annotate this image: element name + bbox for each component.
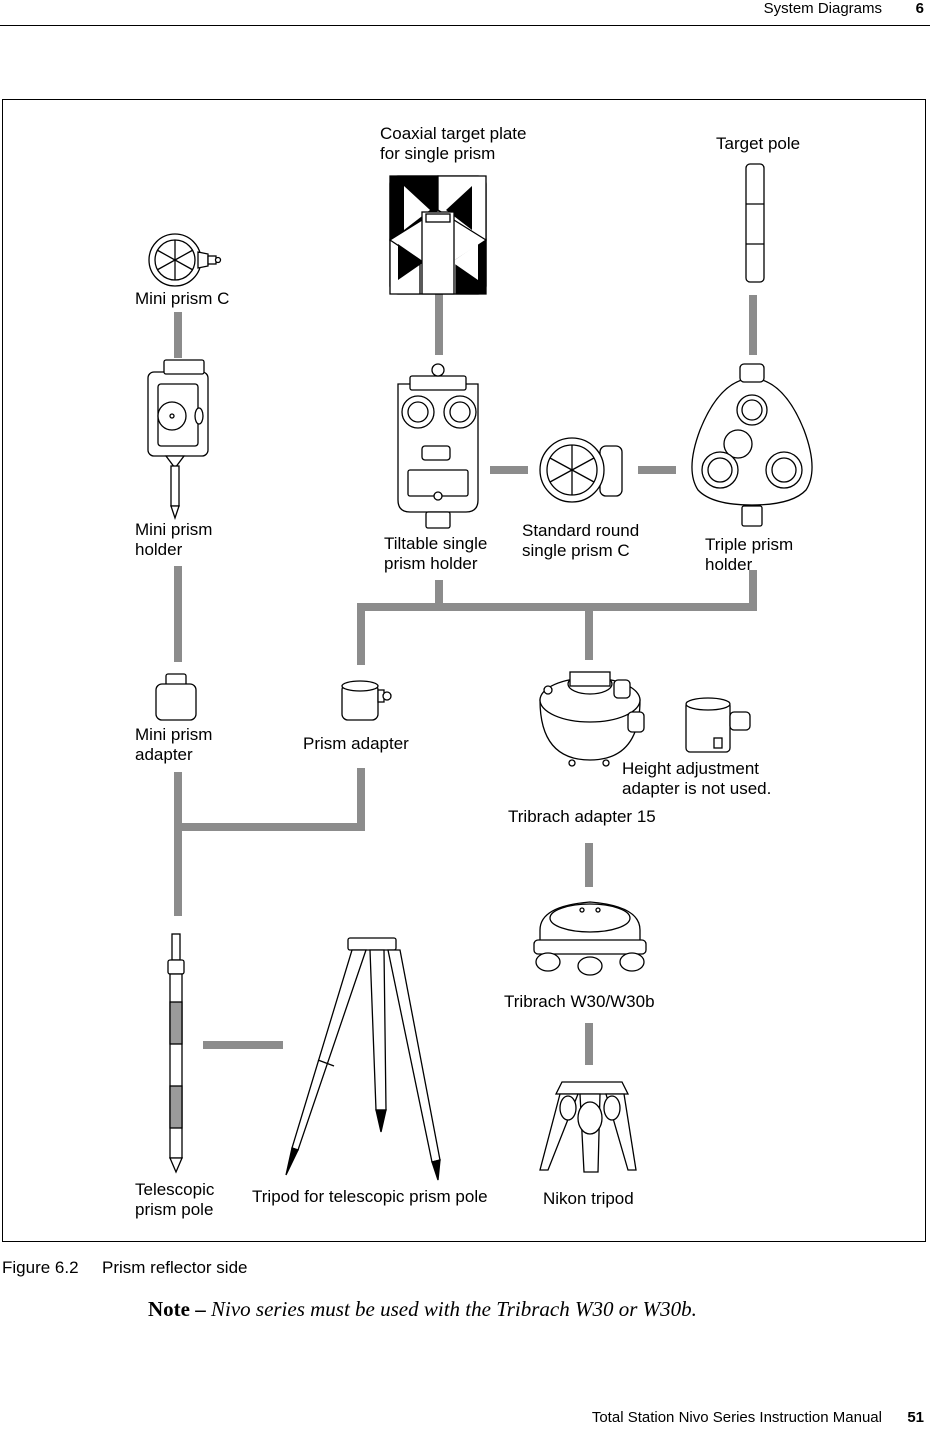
figure-title: Prism reflector side: [102, 1258, 248, 1277]
target-pole-icon: [745, 163, 765, 283]
prism-adapter-icon: [341, 680, 392, 721]
label-triple-holder: Triple prism holder: [705, 535, 794, 574]
connector-adapter-tribrach: [585, 843, 593, 887]
page-header: System Diagrams 6: [0, 0, 930, 26]
diagram-frame: [2, 99, 926, 1242]
connector-miniprism-holder: [174, 312, 182, 358]
connector-triple-down: [749, 570, 757, 608]
tripod-telescopic-icon: [285, 937, 441, 1181]
manual-title: Total Station Nivo Series Instruction Ma…: [591, 1409, 882, 1426]
label-target-pole: Target pole: [716, 134, 801, 153]
label-tribrach-adapter: Tribrach adapter 15: [508, 807, 656, 826]
label-height-adjustment: Height adjustment adapter is not used.: [622, 759, 772, 798]
label-prism-adapter: Prism adapter: [303, 734, 409, 753]
tribrach-adapter-icon: [539, 671, 645, 767]
mini-prism-adapter-icon: [155, 673, 197, 721]
section-title: System Diagrams: [763, 0, 882, 17]
label-coaxial-target: Coaxial target plate for single prism: [380, 124, 527, 163]
connector-tiltable-down: [435, 580, 443, 607]
connector-adapters-join: [174, 823, 365, 831]
tribrach-w30-icon: [533, 901, 647, 976]
connector-pole-tripod: [203, 1041, 283, 1049]
label-mini-prism-c: Mini prism C: [135, 289, 230, 308]
label-tribrach-w30: Tribrach W30/W30b: [504, 992, 655, 1011]
label-tiltable-holder: Tiltable single prism holder: [384, 534, 488, 573]
connector-horizontal-bus: [357, 603, 757, 611]
coaxial-target-plate-icon: [389, 175, 487, 295]
note-text: Nivo series must be used with the Tribra…: [205, 1297, 697, 1321]
connector-tribrach-tripod: [585, 1023, 593, 1065]
connector-pole-triple: [749, 295, 757, 355]
triple-prism-holder-icon: [691, 363, 813, 527]
connector-tiltable-round: [490, 466, 528, 474]
tiltable-prism-holder-icon: [397, 363, 479, 529]
telescopic-prism-pole-icon: [167, 933, 185, 1174]
connector-round-triple: [638, 466, 676, 474]
label-nikon-tripod: Nikon tripod: [543, 1189, 634, 1208]
connector-lines: [174, 290, 757, 1065]
note: Note – Nivo series must be used with the…: [148, 1297, 697, 1322]
height-adjustment-adapter-icon: [685, 697, 751, 753]
connector-prism-adapter-down: [357, 768, 365, 830]
mini-prism-holder-icon: [147, 359, 209, 521]
label-telescopic-pole: Telescopic prism pole: [135, 1180, 215, 1219]
label-tripod-telescopic: Tripod for telescopic prism pole: [252, 1187, 488, 1206]
connector-holder-adapter: [174, 566, 182, 662]
chapter-number: 6: [915, 0, 924, 17]
connector-bus-prism-adapter: [357, 603, 365, 665]
mini-prism-c-icon: [148, 233, 222, 287]
connector-adapter-pole: [174, 772, 182, 916]
header-rule: [0, 25, 930, 26]
figure-caption: Figure 6.2 Prism reflector side: [2, 1258, 247, 1278]
note-label: Note –: [148, 1297, 206, 1321]
label-mini-prism-adapter: Mini prism adapter: [135, 725, 213, 764]
label-mini-prism-holder: Mini prism holder: [135, 520, 213, 559]
connector-bus-tribrach-adapter: [585, 603, 593, 660]
page-number: 51: [907, 1409, 924, 1426]
connector-target-tiltable: [435, 290, 443, 355]
label-standard-round: Standard round single prism C: [522, 521, 640, 560]
nikon-tripod-icon: [539, 1081, 637, 1173]
figure-number: Figure 6.2: [2, 1258, 79, 1277]
standard-round-prism-icon: [539, 437, 623, 503]
